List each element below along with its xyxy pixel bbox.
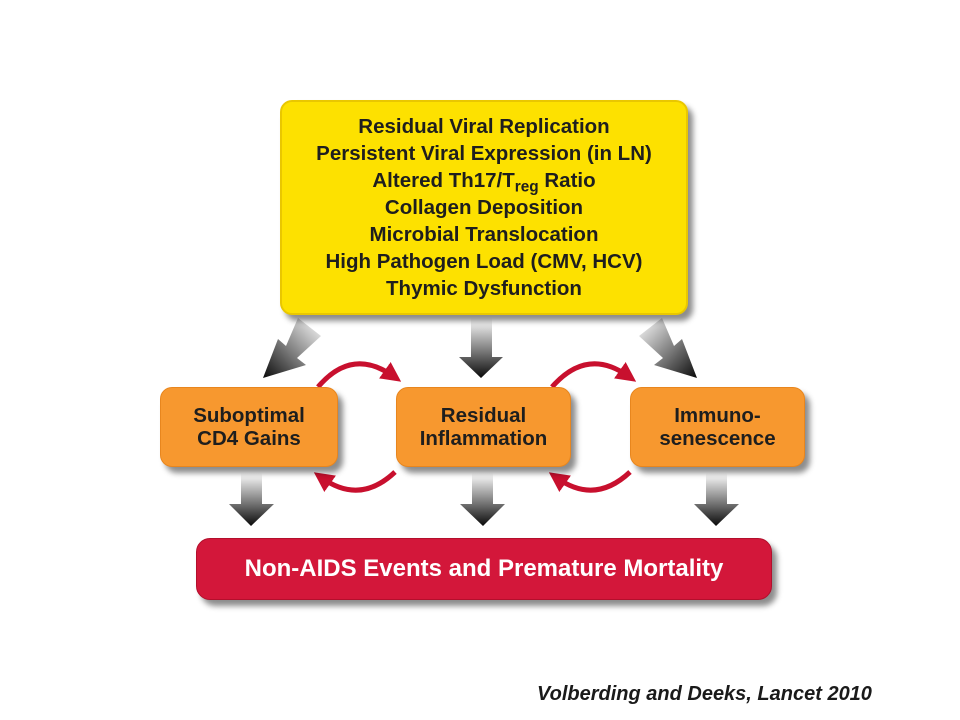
residual-inflammation-box: Residual Inflammation (396, 387, 571, 467)
arrow-inflammation-to-bottom (460, 473, 505, 526)
cause-high-pathogen-load: High Pathogen Load (CMV, HCV) (325, 250, 643, 273)
causes-box: Residual Viral Replication Persistent Vi… (280, 100, 688, 315)
immunosenescence-box: Immuno- senescence (630, 387, 805, 467)
reg-subscript: reg (514, 178, 539, 196)
cause-altered-th17-treg-ratio: Altered Th17/Treg Ratio (372, 167, 596, 196)
cause-persistent-viral-expression: Persistent Viral Expression (in LN) (316, 142, 652, 165)
cycle-arrow-left-bottom (313, 470, 397, 493)
cycle-arrow-right-top (550, 361, 637, 389)
arrow-cd4-to-bottom (229, 473, 274, 526)
inflammation-line1: Residual (440, 404, 527, 427)
cd4-line1: Suboptimal (193, 404, 305, 427)
arrow-top-to-inflammation (459, 318, 503, 378)
cause-collagen-deposition: Collagen Deposition (384, 196, 584, 219)
cause-residual-viral-replication: Residual Viral Replication (358, 115, 610, 138)
arrow-top-to-cd4 (263, 318, 321, 378)
immuno-line2: senescence (659, 427, 776, 450)
th17-text: Altered Th17/T (372, 169, 515, 192)
immuno-line1: Immuno- (674, 404, 761, 427)
inflammation-line2: Inflammation (419, 427, 548, 450)
citation: Volberding and Deeks, Lancet 2010 (537, 683, 872, 705)
cd4-line2: CD4 Gains (197, 427, 301, 450)
outcomes-box: Non-AIDS Events and Premature Mortality (196, 538, 772, 600)
arrow-top-to-immuno (639, 318, 697, 378)
outcomes-label: Non-AIDS Events and Premature Mortality (244, 555, 724, 582)
cycle-arrow-left-top (316, 361, 402, 389)
cause-microbial-translocation: Microbial Translocation (369, 223, 599, 246)
ratio-text: Ratio (538, 169, 596, 192)
suboptimal-cd4-gains-box: Suboptimal CD4 Gains (160, 387, 338, 467)
cycle-arrow-right-bottom (548, 470, 632, 493)
cause-thymic-dysfunction: Thymic Dysfunction (386, 277, 582, 300)
arrow-immuno-to-bottom (694, 473, 739, 526)
